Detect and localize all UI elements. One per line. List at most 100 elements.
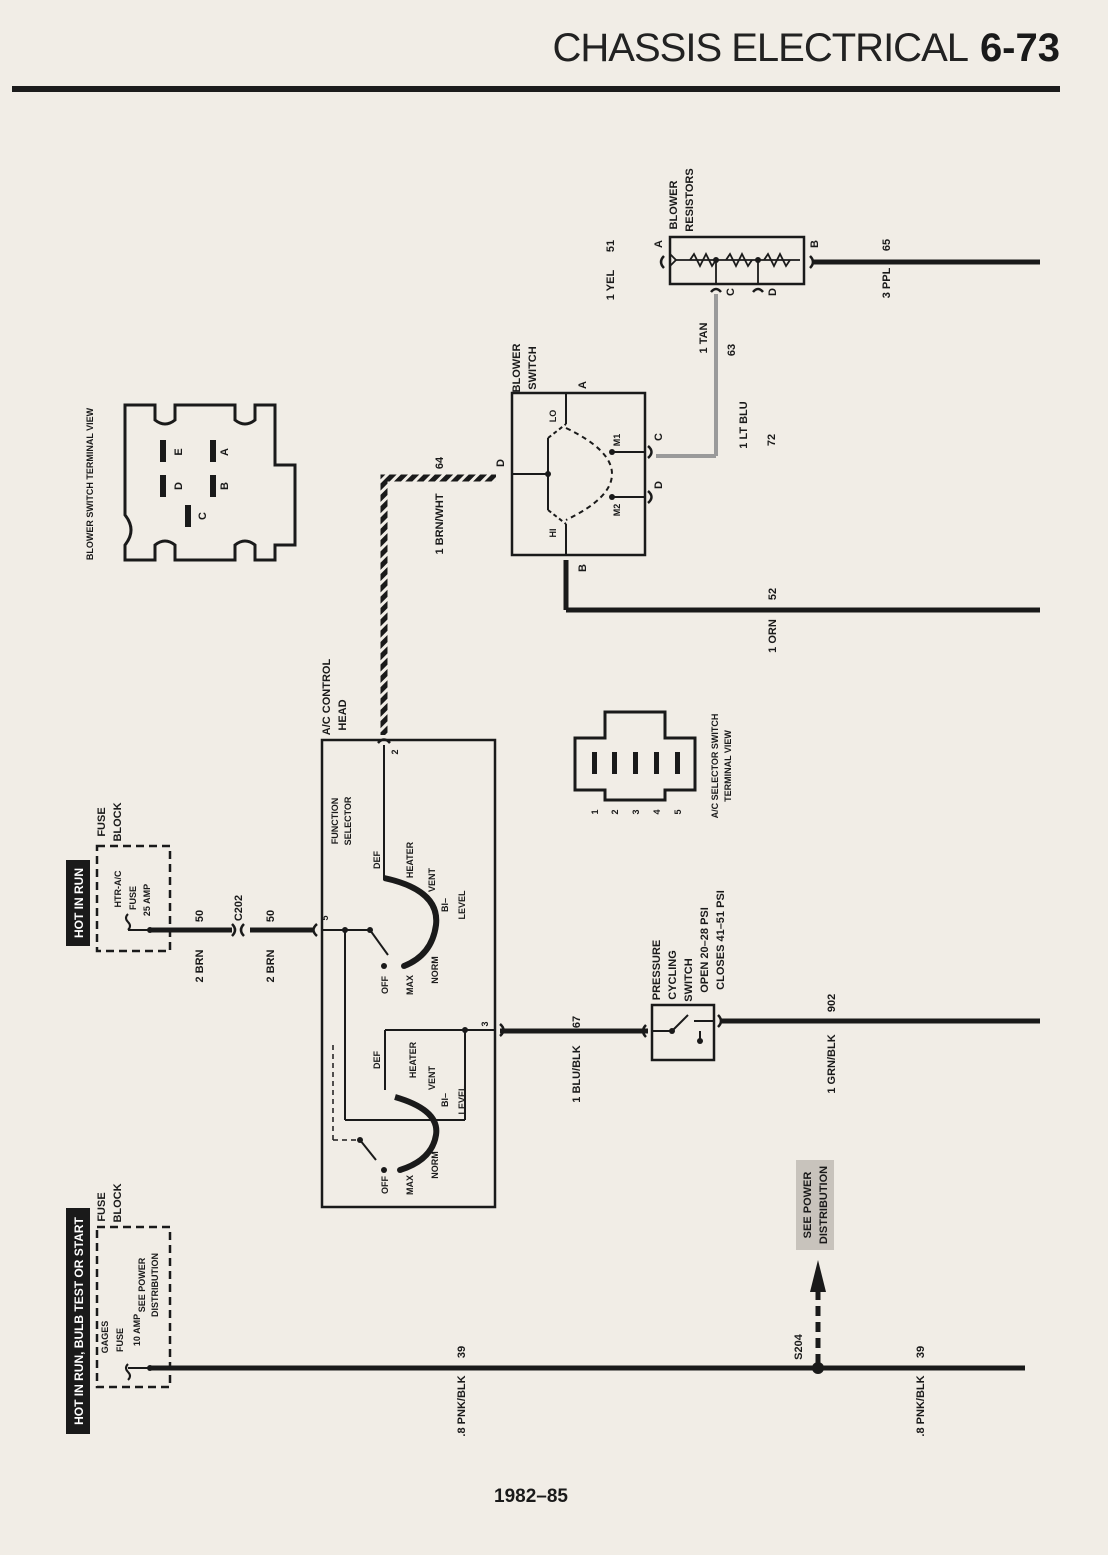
w72-circuit: 72: [766, 434, 778, 446]
w52-color: 1 ORN: [767, 619, 779, 653]
w64-circuit: 64: [434, 456, 446, 469]
resistors-term-a: A: [653, 240, 665, 248]
pressure-cycling-switch: PRESSURE CYCLING SWITCH OPEN 20–28 PSI C…: [500, 890, 1040, 1103]
fuse-2-note-1: SEE POWER: [137, 1257, 147, 1312]
w63-color: 1 TAN: [698, 322, 710, 353]
upper-vent: VENT: [427, 868, 437, 893]
function-selector-2: SELECTOR: [343, 796, 353, 845]
resistors-title-2: RESISTORS: [684, 168, 696, 231]
hot-in-run-bulb-source: HOT IN RUN, BULB TEST OR START FUSE BLOC…: [66, 1183, 1025, 1437]
resistors-term-d: D: [767, 288, 779, 296]
blower-wire-labels: 1 YEL 51 3 PPL 65 1 TAN 63 1 LT BLU 72 1…: [434, 239, 893, 653]
lower-off: OFF: [380, 1176, 390, 1194]
power-dist-2: DISTRIBUTION: [818, 1166, 830, 1244]
blower-term-a: A: [577, 381, 589, 389]
w50a-circuit: 50: [194, 910, 206, 922]
term-c-label: C: [197, 512, 209, 520]
upper-norm: NORM: [430, 956, 440, 984]
term-e-label: E: [173, 448, 185, 455]
resistors-title-1: BLOWER: [668, 181, 680, 230]
pin-5: 5: [673, 809, 683, 814]
blower-wires: [380, 259, 1040, 735]
w51-color: 1 YEL: [605, 270, 617, 301]
page-number: 6-73: [979, 26, 1060, 70]
selector-terminal-view: 1 2 3 4 5 A/C SELECTOR SWITCH TERMINAL V…: [573, 710, 733, 819]
fuse-block-1-title-2: BLOCK: [112, 802, 124, 841]
pin-3: 3: [631, 809, 641, 814]
term-b-label: B: [219, 482, 231, 490]
pressure-open: OPEN 20–28 PSI: [699, 907, 711, 993]
fuse-block-2-title-1: FUSE: [96, 1192, 108, 1221]
s204-label: S204: [793, 1333, 805, 1360]
page-footer-years: 1982–85: [494, 1486, 568, 1507]
blower-hi-label: HI: [548, 529, 558, 538]
ac-term-3: 3: [480, 1021, 490, 1026]
resistors-term-b: B: [809, 240, 821, 248]
upper-max: MAX: [405, 975, 415, 995]
fuse-block-1-title-1: FUSE: [96, 807, 108, 836]
w39a-circuit: 39: [456, 1346, 468, 1358]
pin-4: 4: [652, 809, 662, 814]
power-distribution-ref: SEE POWER DISTRIBUTION: [796, 1160, 834, 1365]
selector-view-label-1: A/C SELECTOR SWITCH: [710, 714, 720, 819]
pressure-closes: CLOSES 41–51 PSI: [715, 890, 727, 990]
fuse-1-word: FUSE: [128, 886, 138, 910]
upper-heater: HEATER: [405, 841, 415, 878]
upper-off: OFF: [380, 976, 390, 994]
lower-def: DEF: [372, 1050, 382, 1069]
fuse-2-name: GAGES: [100, 1321, 110, 1354]
pin-1: 1: [590, 809, 600, 814]
pressure-title-3: SWITCH: [683, 958, 695, 1001]
ac-head-title-2: HEAD: [337, 699, 349, 730]
ac-term-5: 5: [320, 915, 330, 920]
term-a-label: A: [219, 448, 231, 456]
upper-bi: BI–: [440, 898, 450, 912]
ac-control-head: A/C CONTROL HEAD FUNCTION SELECTOR DEF H…: [312, 659, 505, 1209]
section-title: CHASSIS ELECTRICAL: [552, 26, 969, 70]
w65-color: 3 PPL: [881, 267, 893, 298]
lower-bi: BI–: [440, 1093, 450, 1107]
fuse-1-rating: 25 AMP: [142, 884, 152, 916]
w67-color: 1 BLU/BLK: [571, 1045, 583, 1103]
w39a-color: .8 PNK/BLK: [456, 1375, 468, 1436]
term-d-label: D: [173, 482, 185, 490]
w902-color: 1 GRN/BLK: [826, 1034, 838, 1093]
lower-max: MAX: [405, 1175, 415, 1195]
blower-m2-label: M2: [612, 504, 622, 517]
blower-term-d: D: [653, 481, 665, 489]
w902-circuit: 902: [826, 994, 838, 1012]
w67-circuit: 67: [571, 1016, 583, 1028]
w50a-color: 2 BRN: [194, 949, 206, 982]
lower-level: LEVEL: [457, 1085, 467, 1115]
blower-terminal-view-label: BLOWER SWITCH TERMINAL VIEW: [85, 407, 95, 560]
fuse-2-word: FUSE: [115, 1328, 125, 1352]
lower-heater: HEATER: [408, 1041, 418, 1078]
function-selector-1: FUNCTION: [330, 798, 340, 845]
c202-label: C202: [233, 895, 245, 921]
lower-vent: VENT: [427, 1066, 437, 1091]
blower-term-d-input: D: [495, 459, 507, 467]
blower-m1-label: M1: [612, 434, 622, 447]
w50b-color: 2 BRN: [265, 949, 277, 982]
lower-norm: NORM: [430, 1151, 440, 1179]
blower-switch-title-2: SWITCH: [527, 346, 539, 389]
fuse-1-name: HTR-A/C: [113, 870, 123, 907]
pressure-title-2: CYCLING: [667, 950, 679, 1000]
w63-circuit: 63: [726, 344, 738, 356]
upper-level: LEVEL: [457, 890, 467, 920]
fuse-block-2-title-2: BLOCK: [112, 1183, 124, 1222]
pin-2: 2: [610, 809, 620, 814]
blower-lo-label: LO: [548, 410, 558, 423]
w50b-circuit: 50: [265, 910, 277, 922]
hot-in-run-source: HOT IN RUN FUSE BLOCK HTR-A/C FUSE 25 AM…: [66, 802, 314, 983]
blower-switch-terminal-view: E A D B C BLOWER SWITCH TERMINAL VIEW: [85, 403, 297, 562]
w72-color: 1 LT BLU: [738, 401, 750, 449]
blower-switch: BLOWER SWITCH LO M1 M2 HI A B C D D: [495, 344, 665, 572]
hot-in-run-bulb-label: HOT IN RUN, BULB TEST OR START: [72, 1216, 86, 1424]
pressure-title-1: PRESSURE: [651, 940, 663, 1001]
selector-view-label-2: TERMINAL VIEW: [723, 730, 733, 802]
w64-color: 1 BRN/WHT: [434, 493, 446, 554]
w52-circuit: 52: [767, 588, 779, 600]
